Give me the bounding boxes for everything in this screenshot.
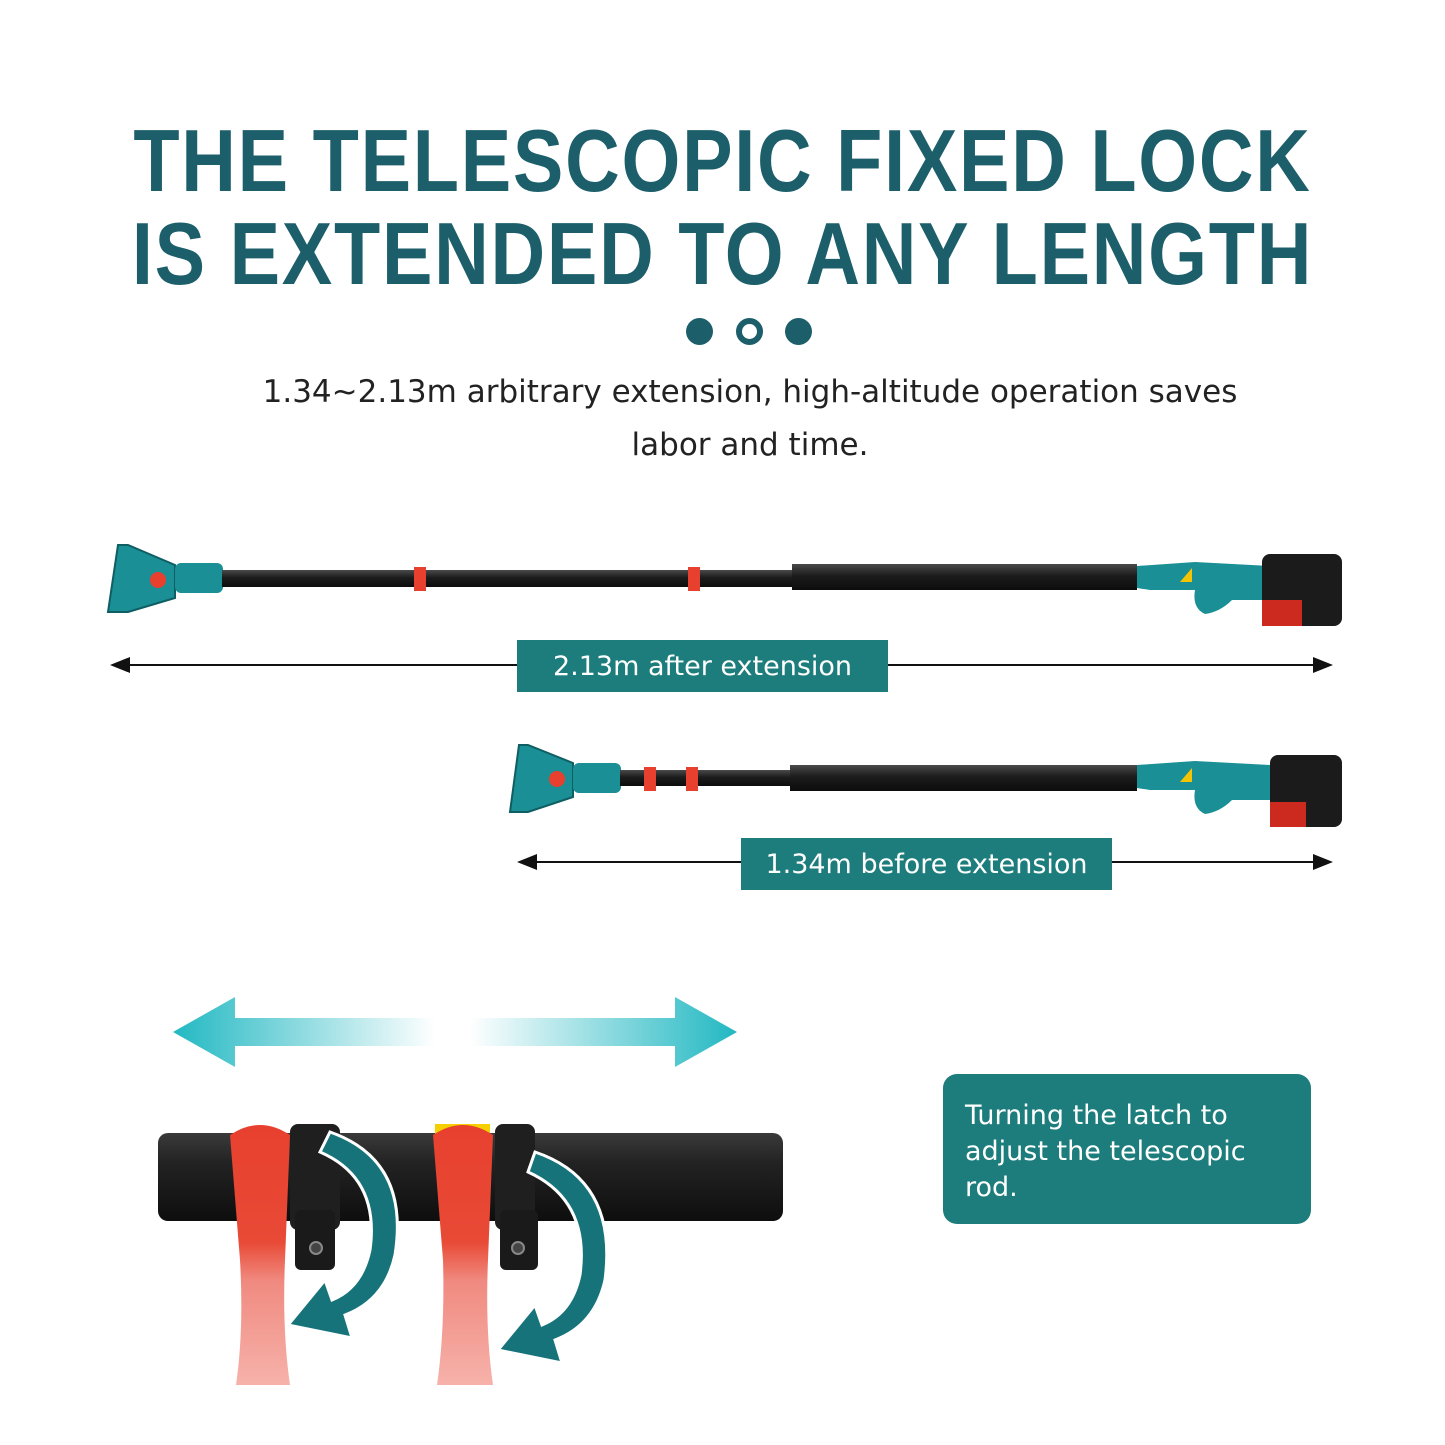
latch-note-line-3: rod. [965, 1172, 1018, 1203]
description-line-2: labor and time. [631, 427, 869, 463]
pager-dot-3[interactable] [785, 318, 812, 345]
headline-line-2: IS EXTENDED TO ANY LENGTH [131, 204, 1314, 303]
latch-closeup [158, 1124, 783, 1385]
headline-line-1: THE TELESCOPIC FIXED LOCK [133, 111, 1312, 210]
curved-arrow-icon [285, 1130, 399, 1340]
left-right-arrow-icon [173, 997, 737, 1067]
pager-dot-1[interactable] [686, 318, 713, 345]
retracted-pole-tool [508, 744, 1342, 827]
latch-instruction-box: Turning the latch to adjust the telescop… [943, 1074, 1311, 1224]
latch-note-line-2: adjust the telescopic [965, 1136, 1246, 1167]
pager-dot-2[interactable] [736, 318, 763, 345]
curved-arrow-icon [495, 1150, 609, 1365]
extended-length-label: 2.13m after extension [517, 640, 888, 692]
retracted-length-label: 1.34m before extension [741, 838, 1112, 890]
latch-note-line-1: Turning the latch to [965, 1100, 1228, 1131]
extended-pole-tool [106, 544, 1342, 626]
description-line-1: 1.34~2.13m arbitrary extension, high-alt… [262, 374, 1238, 410]
